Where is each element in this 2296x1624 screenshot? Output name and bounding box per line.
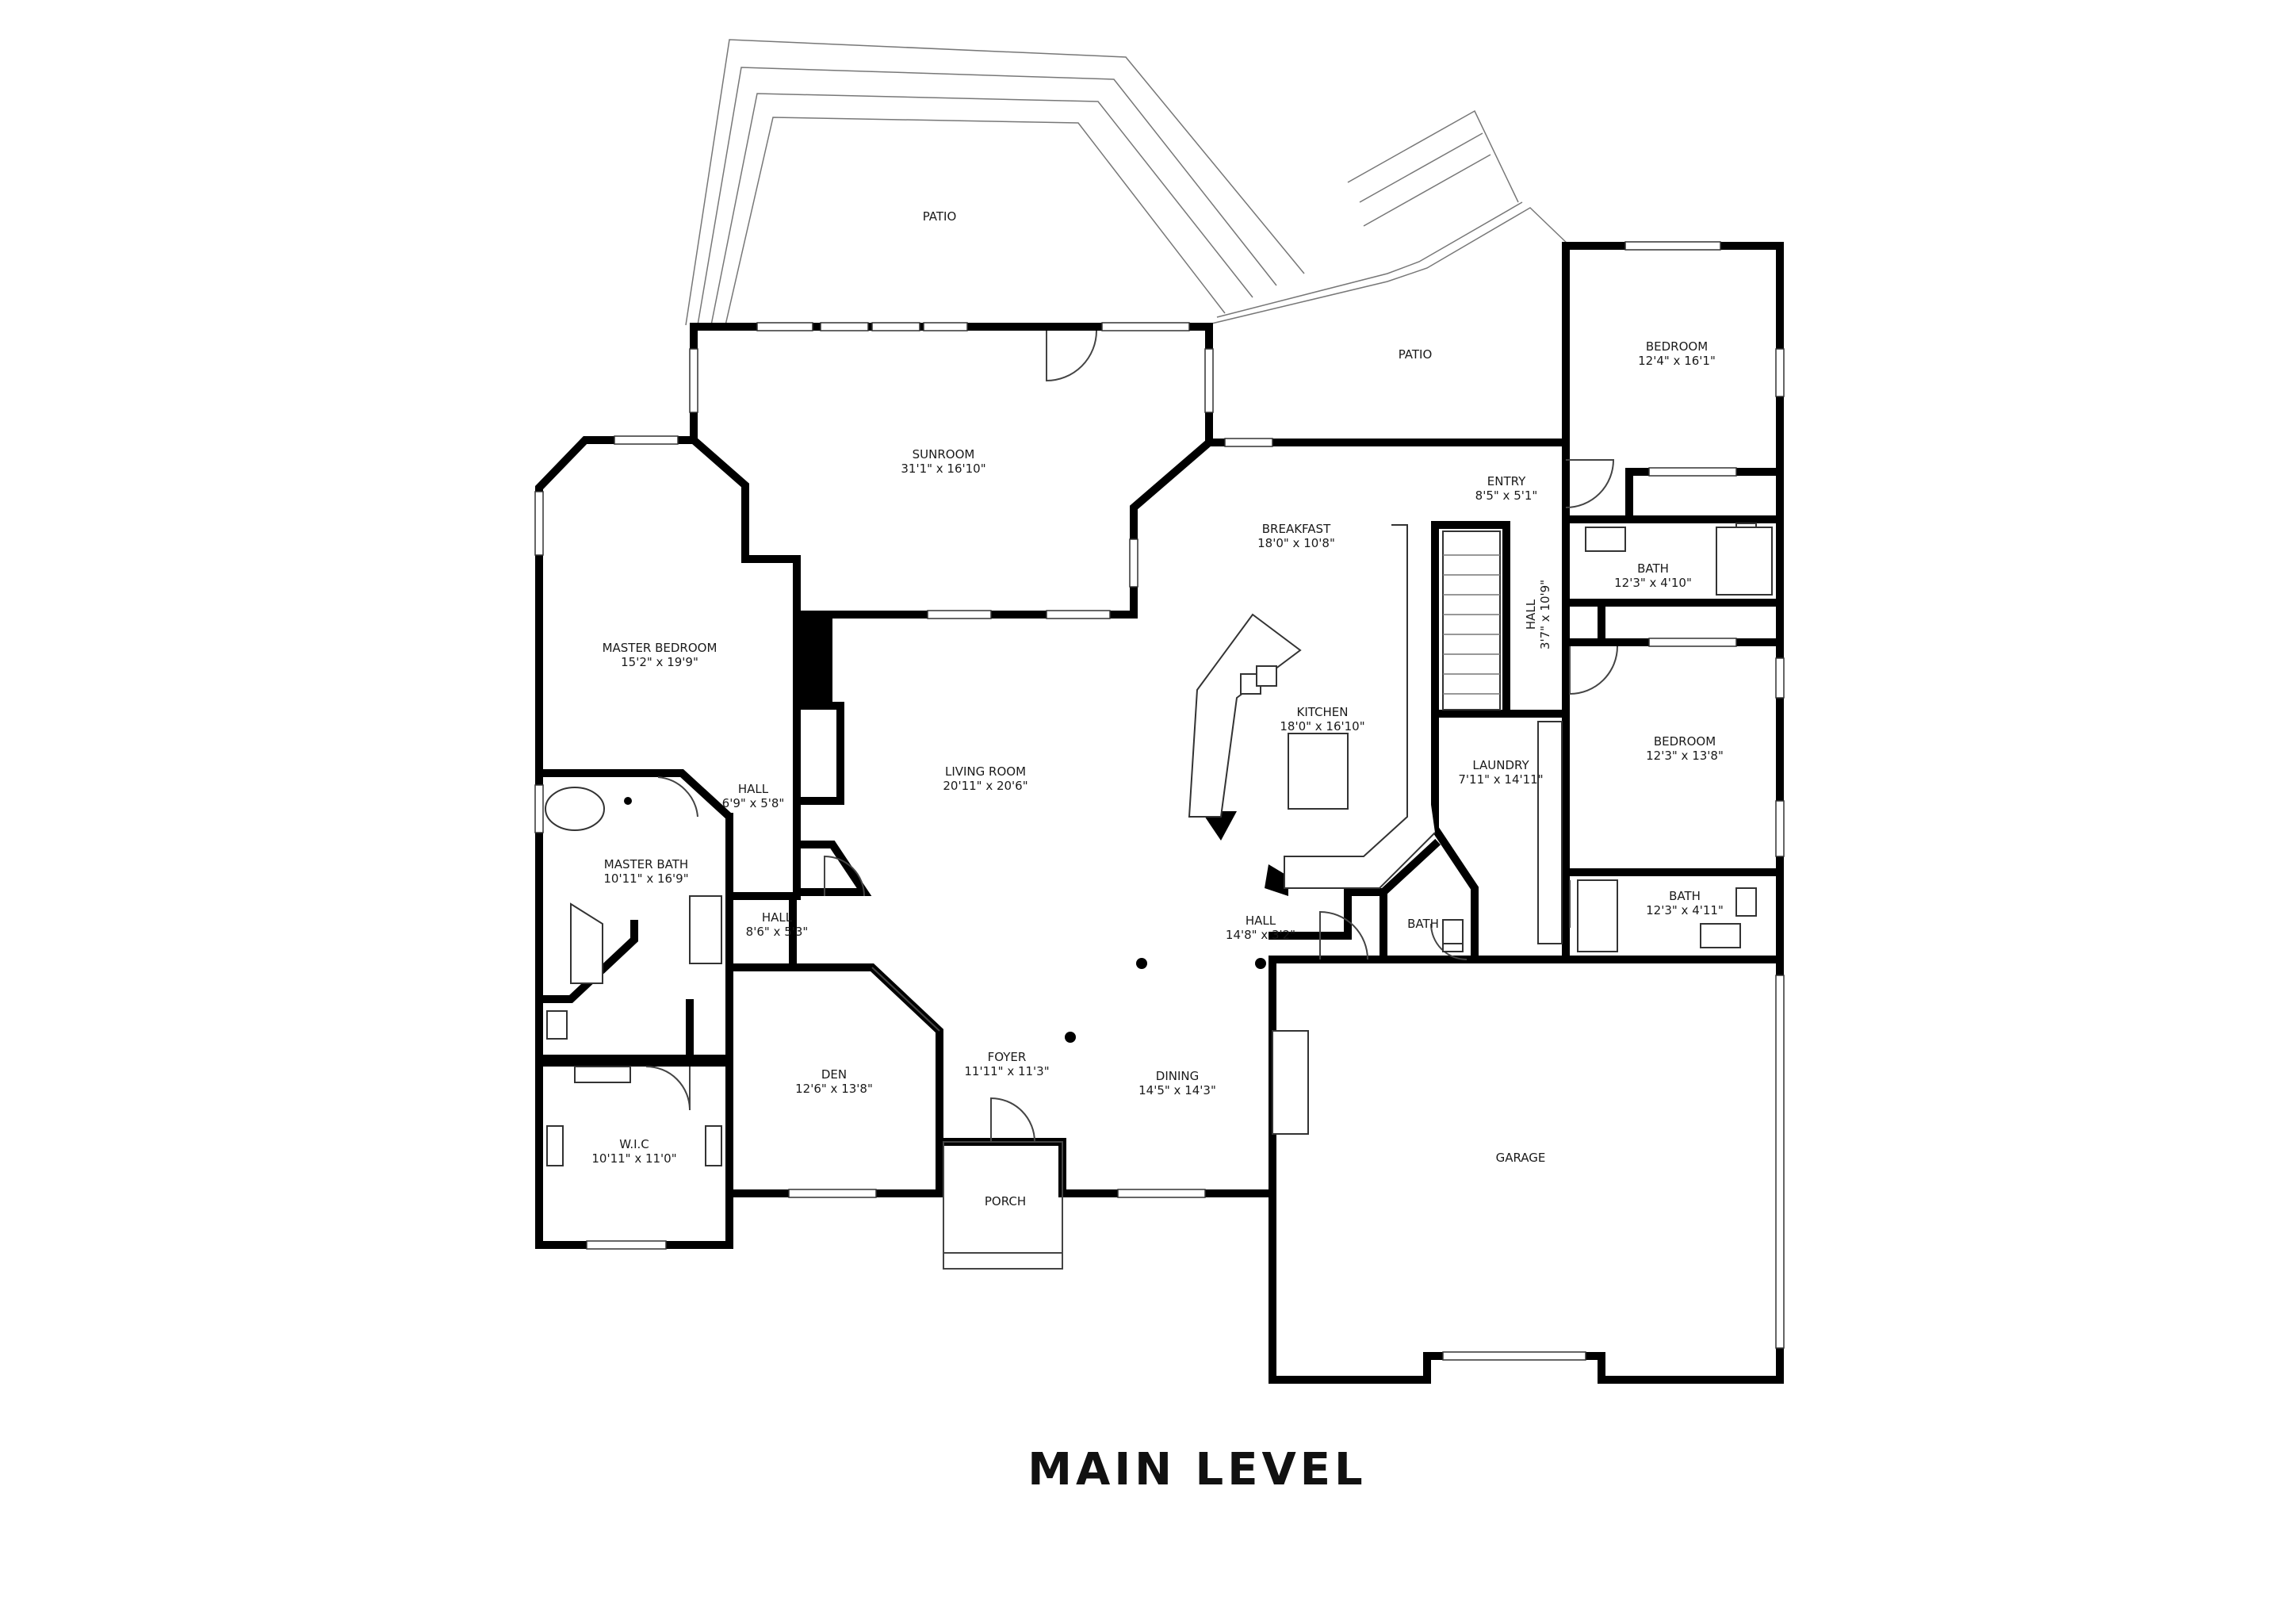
room-dims-bedroom-2: 12'3" x 13'8" bbox=[1646, 749, 1724, 763]
patio-outlines bbox=[685, 39, 1571, 326]
room-dims-entry: 8'5" x 5'1" bbox=[1475, 488, 1538, 503]
room-name-hall-2: HALL bbox=[762, 910, 793, 925]
solid-elements bbox=[624, 615, 1288, 1043]
room-name-entry: ENTRY bbox=[1487, 474, 1526, 488]
room-name-sunroom: SUNROOM bbox=[913, 447, 975, 462]
room-dims-wic: 10'11" x 11'0" bbox=[591, 1151, 676, 1166]
room-name-bath-2: BATH bbox=[1669, 889, 1701, 903]
room-dims-master-bath: 10'11" x 16'9" bbox=[603, 871, 688, 886]
room-dims-foyer: 11'11" x 11'3" bbox=[964, 1064, 1049, 1078]
room-dims-breakfast: 18'0" x 10'8" bbox=[1257, 536, 1335, 550]
room-dims-bath-2: 12'3" x 4'11" bbox=[1646, 903, 1724, 917]
room-name-foyer: FOYER bbox=[988, 1050, 1027, 1064]
room-name-bath-1: BATH bbox=[1637, 561, 1669, 576]
room-dims-hall-1: 6'9" x 5'8" bbox=[722, 796, 785, 810]
doors bbox=[645, 330, 1618, 1143]
room-labels: PATIO PATIO SUNROOM 31'1" x 16'10" BEDRO… bbox=[591, 209, 1724, 1208]
room-name-hall-3: HALL bbox=[1246, 914, 1276, 928]
room-name-garage: GARAGE bbox=[1496, 1151, 1546, 1165]
plan-title: MAIN LEVEL bbox=[1027, 1444, 1366, 1496]
room-name-bedroom-2: BEDROOM bbox=[1654, 734, 1716, 749]
room-name-master-bedroom: MASTER BEDROOM bbox=[603, 641, 718, 655]
room-name-wic: W.I.C bbox=[619, 1137, 649, 1151]
room-dims-laundry: 7'11" x 14'11" bbox=[1458, 772, 1543, 787]
room-dims-master-bedroom: 15'2" x 19'9" bbox=[621, 655, 698, 669]
room-dims-hall-3: 14'8" x 3'2" bbox=[1226, 928, 1295, 942]
fixtures bbox=[545, 523, 1773, 1270]
room-dims-dining: 14'5" x 14'3" bbox=[1138, 1083, 1216, 1097]
room-dims-hall-vertical: 3'7" x 10'9" bbox=[1538, 580, 1552, 649]
room-name-patio-1: PATIO bbox=[923, 209, 957, 224]
room-dims-living-room: 20'11" x 20'6" bbox=[943, 779, 1027, 793]
windows bbox=[534, 241, 1785, 1361]
room-name-living-room: LIVING ROOM bbox=[945, 764, 1026, 779]
room-dims-bedroom-1: 12'4" x 16'1" bbox=[1638, 354, 1716, 368]
room-name-kitchen: KITCHEN bbox=[1297, 705, 1349, 719]
room-dims-bath-1: 12'3" x 4'10" bbox=[1614, 576, 1692, 590]
room-dims-den: 12'6" x 13'8" bbox=[795, 1082, 873, 1096]
room-name-patio-2: PATIO bbox=[1399, 347, 1433, 362]
room-dims-kitchen: 18'0" x 16'10" bbox=[1280, 719, 1364, 733]
room-name-hall-vertical: HALL bbox=[1524, 599, 1538, 630]
staircase bbox=[1442, 530, 1501, 710]
room-name-dining: DINING bbox=[1156, 1069, 1199, 1083]
room-name-master-bath: MASTER BATH bbox=[604, 857, 688, 871]
room-name-laundry: LAUNDRY bbox=[1472, 758, 1529, 772]
walls bbox=[535, 242, 1784, 1384]
room-name-porch: PORCH bbox=[985, 1194, 1026, 1208]
room-name-den: DEN bbox=[821, 1067, 847, 1082]
room-name-bedroom-1: BEDROOM bbox=[1646, 339, 1708, 354]
room-dims-sunroom: 31'1" x 16'10" bbox=[901, 462, 985, 476]
room-dims-hall-2: 8'6" x 5'3" bbox=[746, 925, 809, 939]
room-name-hall-1: HALL bbox=[738, 782, 769, 796]
room-name-bath-3: BATH bbox=[1407, 917, 1439, 931]
room-name-breakfast: BREAKFAST bbox=[1262, 522, 1331, 536]
